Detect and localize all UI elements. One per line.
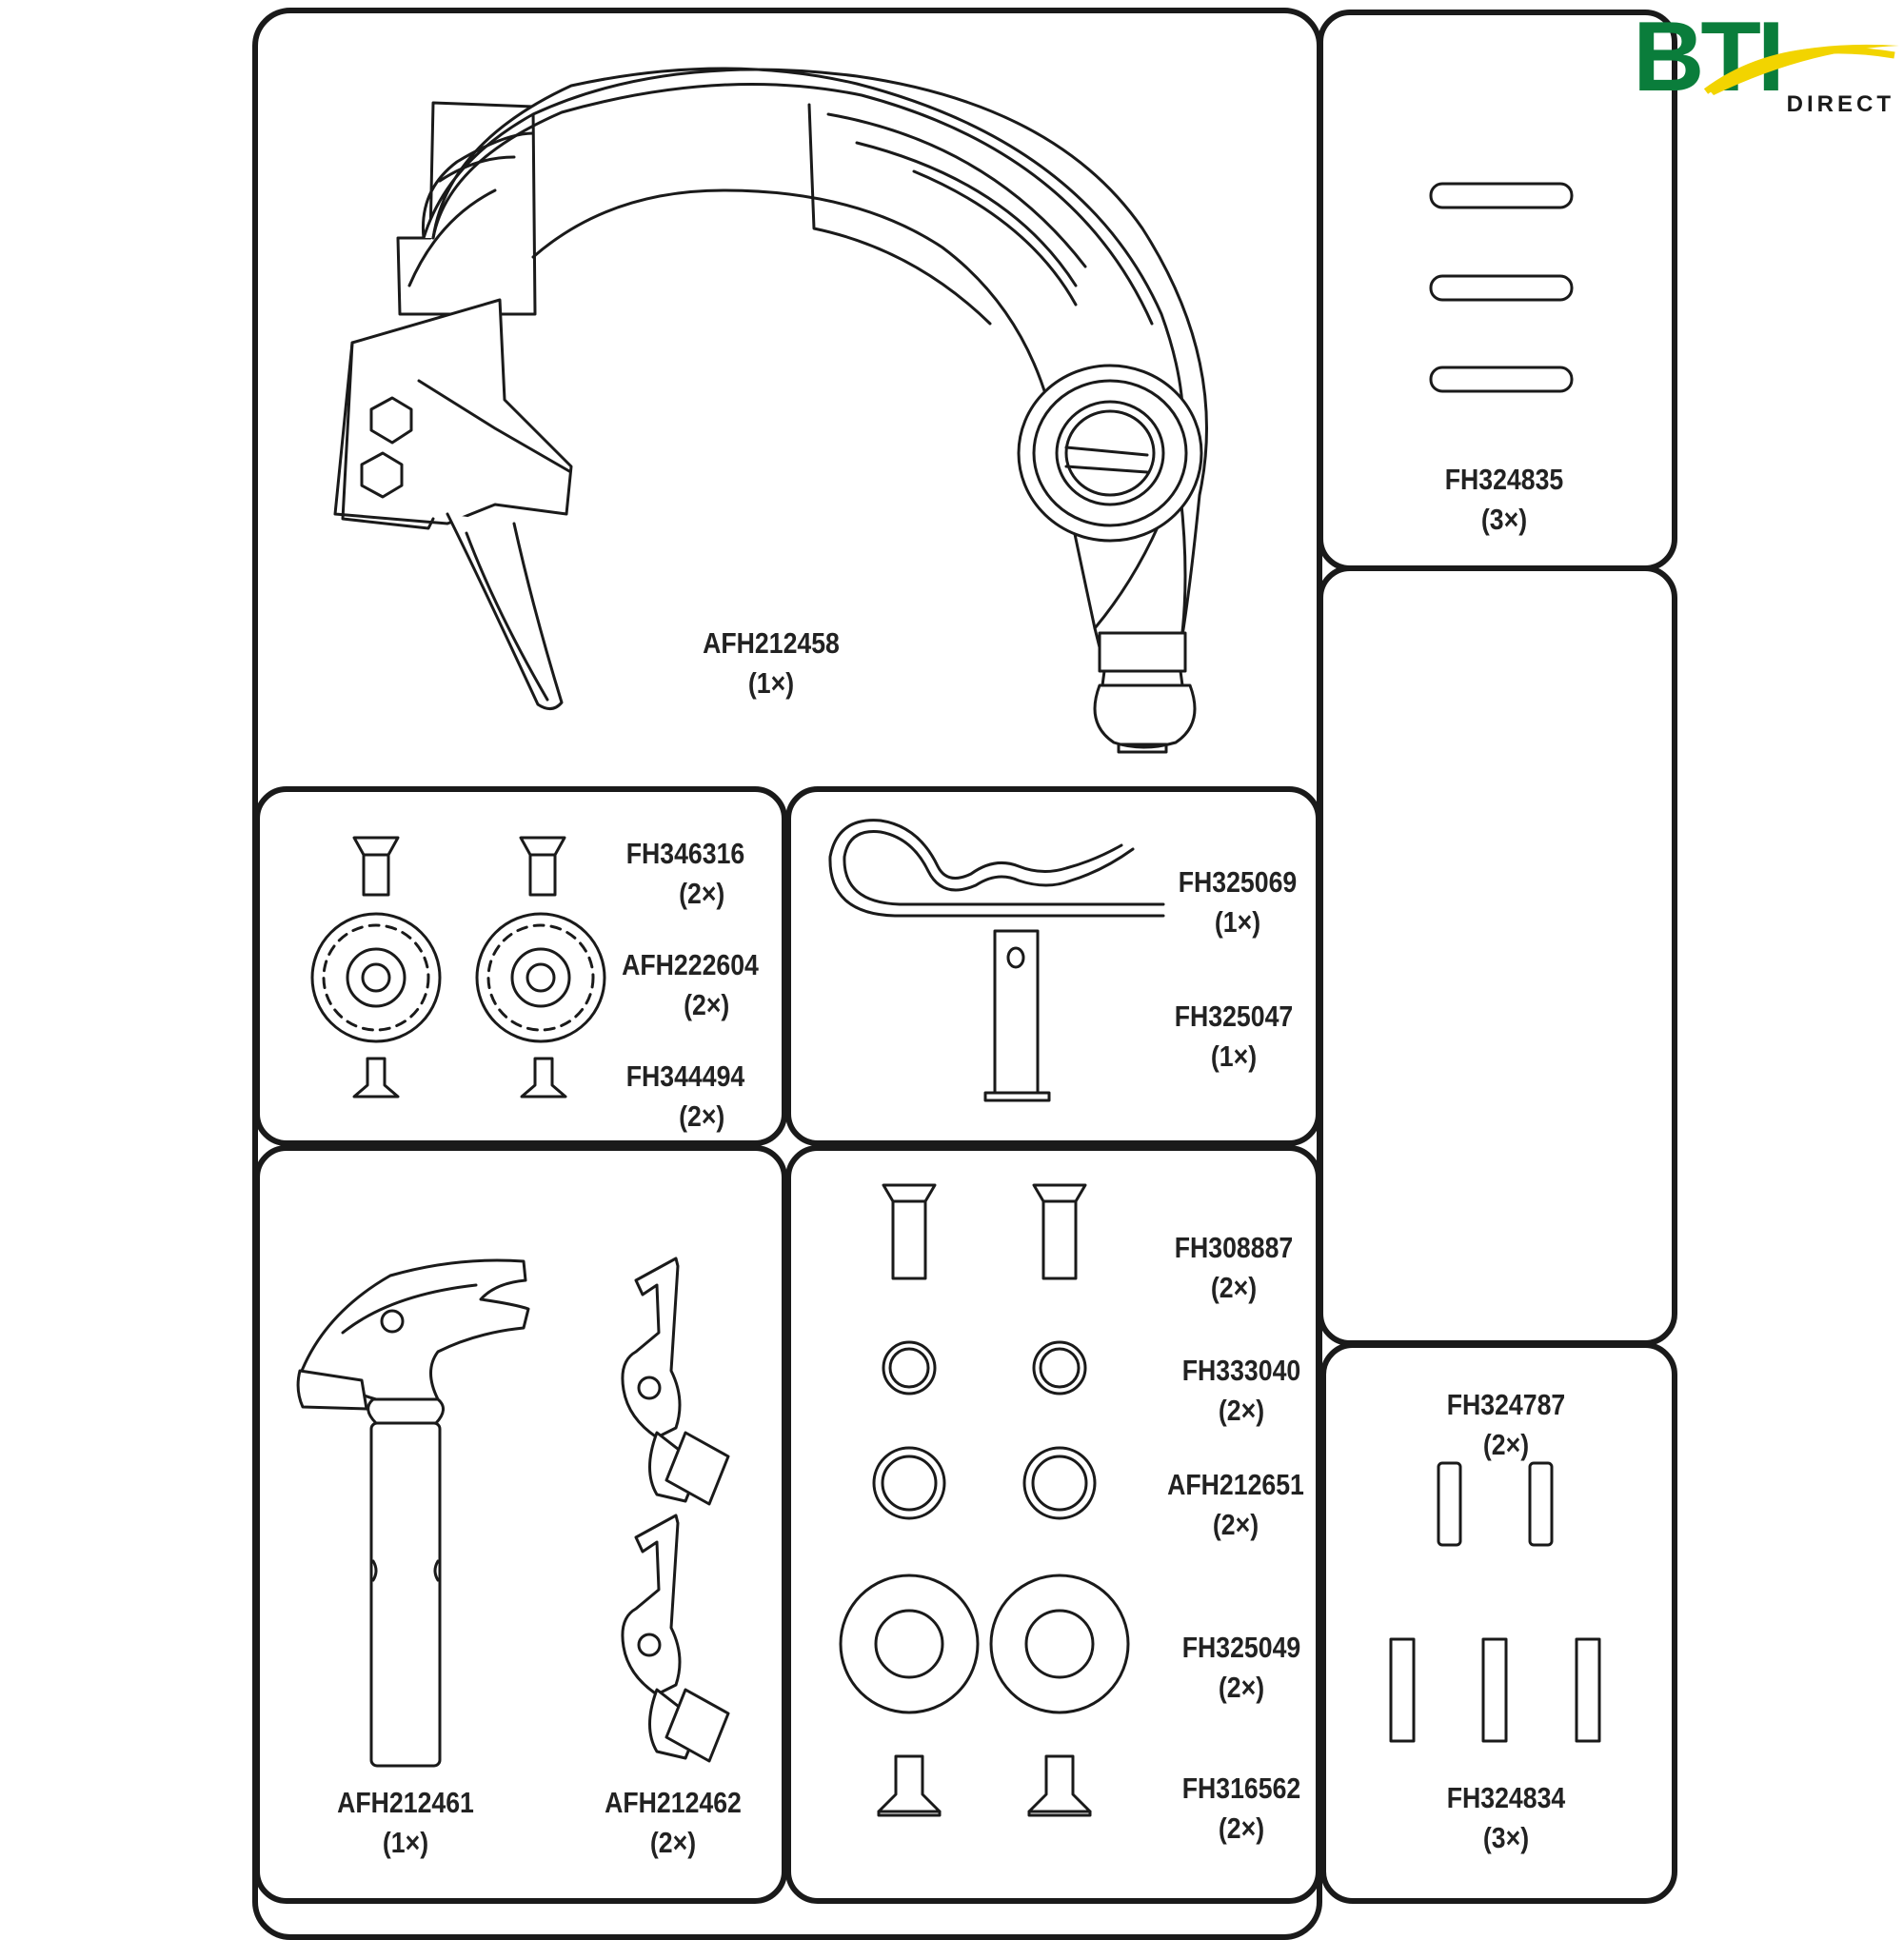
clip-pin-drawing: [828, 819, 1165, 1102]
label-afh212651: AFH212651 (2×): [1150, 1465, 1322, 1545]
part-qty: (2×): [1482, 1428, 1530, 1461]
label-fh324835: FH324835 (3×): [1414, 460, 1594, 540]
part-number: AFH212458: [703, 626, 840, 660]
part-number: FH344494: [625, 1059, 745, 1093]
label-fh324834: FH324834 (3×): [1424, 1778, 1588, 1858]
label-fh346316: FH346316 (2×): [604, 834, 767, 914]
label-afh212458: AFH212458 (1×): [681, 624, 861, 703]
rods-drawing: [1389, 1461, 1601, 1743]
part-qty: (1×): [382, 1826, 429, 1859]
pin-3: [1429, 366, 1574, 393]
part-qty: (1×): [1210, 1039, 1258, 1073]
panel-clip-pin: [785, 786, 1321, 1146]
part-number: FH324787: [1446, 1388, 1566, 1421]
label-fh325049: FH325049 (2×): [1160, 1628, 1323, 1708]
part-number: FH324834: [1446, 1781, 1566, 1814]
part-qty: (2×): [1210, 1271, 1258, 1304]
small-lever-2: [621, 1514, 730, 1763]
part-qty: (2×): [679, 877, 725, 910]
small-lever-1: [621, 1257, 730, 1506]
part-qty: (2×): [1218, 1394, 1265, 1427]
label-afh222604: AFH222604 (2×): [605, 945, 777, 1025]
pin-1: [1429, 182, 1574, 209]
label-fh325047: FH325047 (1×): [1152, 997, 1316, 1077]
part-number: AFH212462: [605, 1786, 742, 1819]
label-fh333040: FH333040 (2×): [1160, 1351, 1323, 1431]
label-fh344494: FH344494 (2×): [604, 1057, 767, 1137]
part-qty: (2×): [649, 1826, 697, 1859]
label-fh324787: FH324787 (2×): [1424, 1385, 1588, 1465]
part-number: FH316562: [1181, 1772, 1301, 1805]
clevis-pin: [993, 929, 1040, 1095]
rollers-drawing: [310, 836, 606, 1099]
part-number: FH325069: [1178, 865, 1298, 899]
logo-tagline: DIRECT: [1786, 91, 1894, 117]
part-number: FH324835: [1444, 463, 1564, 496]
lever-shaft: [369, 1421, 442, 1768]
part-number: FH308887: [1174, 1231, 1294, 1264]
pin-2: [1429, 274, 1574, 302]
hair-pin-clip: [828, 819, 1165, 918]
label-fh325069: FH325069 (1×): [1156, 862, 1319, 942]
label-fh308887: FH308887 (2×): [1152, 1228, 1316, 1308]
part-number: FH325049: [1181, 1631, 1301, 1664]
part-number: FH346316: [625, 837, 745, 870]
part-qty: (2×): [684, 988, 730, 1021]
part-number: FH333040: [1181, 1354, 1301, 1387]
part-number: AFH212651: [1167, 1468, 1304, 1501]
tine-assembly-drawing: [333, 67, 1208, 754]
panel-rods: [1320, 1342, 1677, 1904]
part-qty: (2×): [1218, 1811, 1265, 1845]
label-fh316562: FH316562 (2×): [1160, 1769, 1323, 1849]
label-afh212462: AFH212462 (2×): [583, 1783, 763, 1863]
part-qty: (2×): [679, 1099, 725, 1133]
pins-fh324835-drawing: [1429, 182, 1574, 393]
part-qty: (2×): [1218, 1671, 1265, 1704]
hardware-drawing: [839, 1183, 1130, 1817]
part-qty: (2×): [1212, 1508, 1259, 1541]
part-number: AFH212461: [337, 1786, 474, 1819]
levers-drawing: [296, 1257, 730, 1768]
part-qty: (1×): [1214, 905, 1261, 939]
part-number: AFH222604: [622, 948, 759, 981]
part-number: FH325047: [1174, 1000, 1294, 1033]
label-afh212461: AFH212461 (1×): [315, 1783, 495, 1863]
part-qty: (3×): [1480, 503, 1528, 536]
part-qty: (3×): [1482, 1821, 1530, 1854]
part-qty: (1×): [747, 666, 795, 700]
